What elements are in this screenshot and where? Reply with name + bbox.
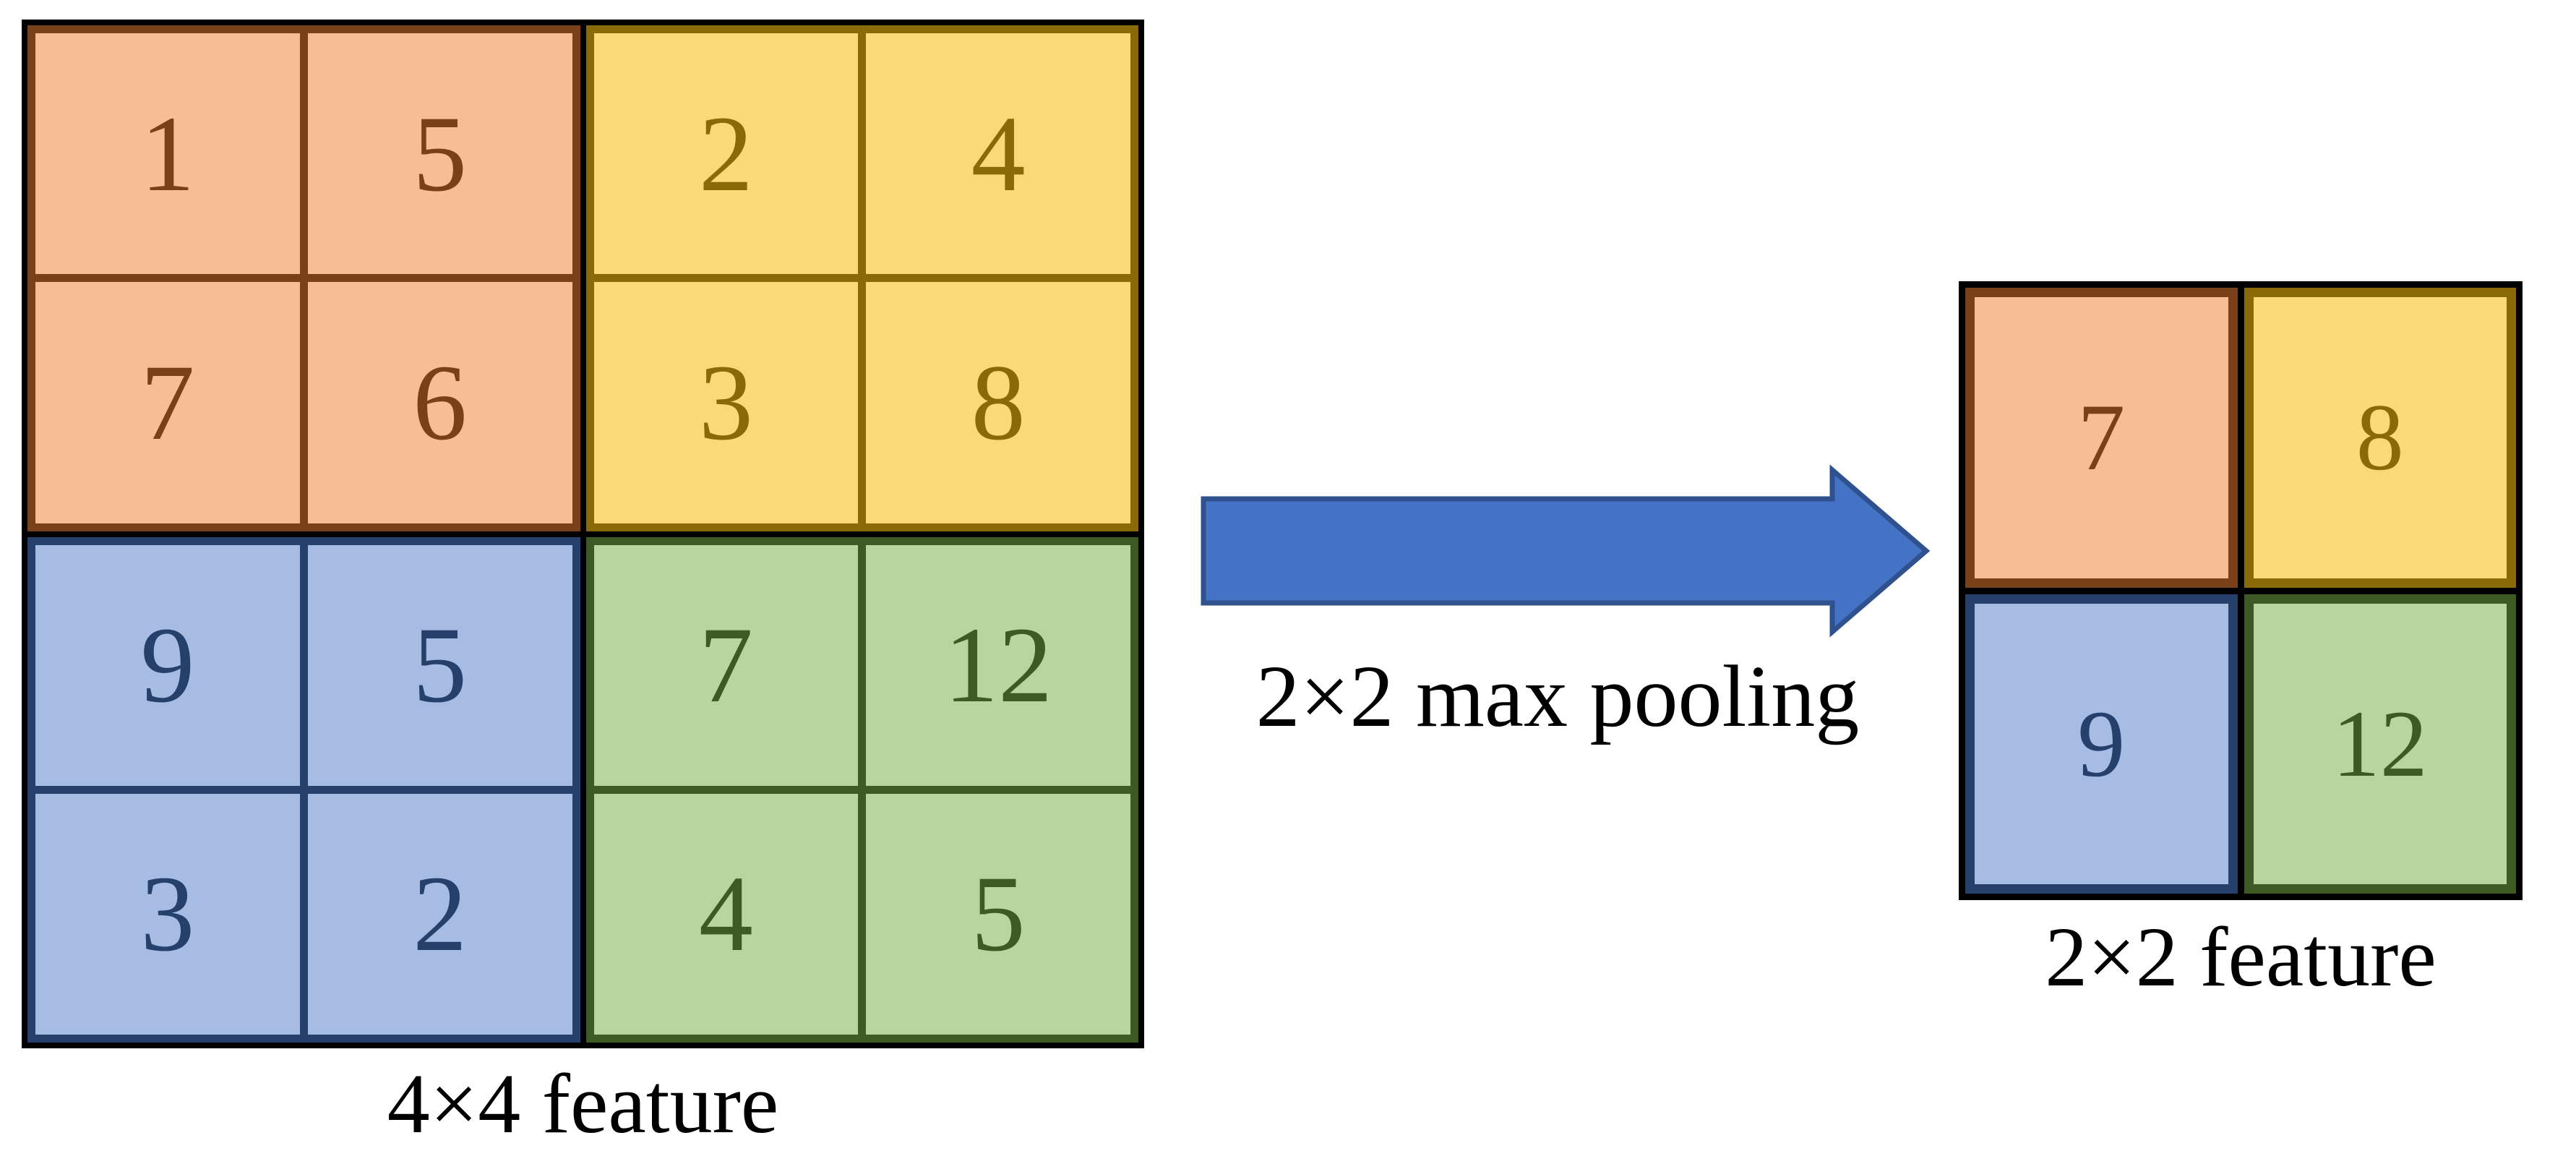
input-cell-r0c3: 4 bbox=[866, 33, 1130, 275]
input-cell-r2c1: 5 bbox=[307, 544, 572, 786]
input-cell-r1c0: 7 bbox=[35, 282, 300, 523]
input-cell-r2c3: 12 bbox=[866, 544, 1130, 786]
max-pooling-label: 2×2 max pooling bbox=[1255, 648, 1860, 745]
input-cell-r1c2: 3 bbox=[593, 282, 859, 523]
output-cell-r1c0: 9 bbox=[1965, 594, 2238, 894]
input-cell-r3c0: 3 bbox=[35, 793, 300, 1035]
input-quadrant-bottom-left: 9 5 3 2 bbox=[27, 536, 580, 1043]
input-quadrant-bottom-right: 7 12 4 5 bbox=[585, 536, 1138, 1043]
output-cell-r0c1: 8 bbox=[2244, 288, 2516, 588]
output-cell-r0c0: 7 bbox=[1965, 288, 2238, 588]
input-cell-r3c1: 2 bbox=[307, 793, 572, 1035]
output-feature-map: 7 8 9 12 bbox=[1959, 281, 2523, 900]
input-cell-r0c1: 5 bbox=[307, 33, 572, 275]
input-feature-map: 1 5 7 6 2 4 3 8 9 5 3 2 7 12 4 5 bbox=[22, 20, 1144, 1048]
input-cell-r3c2: 4 bbox=[593, 793, 859, 1035]
input-cell-r0c0: 1 bbox=[35, 33, 300, 275]
input-cell-r0c2: 2 bbox=[593, 33, 859, 275]
input-cell-r1c1: 6 bbox=[307, 282, 572, 523]
input-quadrant-top-left: 1 5 7 6 bbox=[27, 25, 580, 531]
input-caption: 4×4 feature bbox=[387, 1056, 779, 1151]
input-cell-r2c0: 9 bbox=[35, 544, 300, 786]
input-cell-r1c3: 8 bbox=[866, 282, 1130, 523]
output-cell-r1c1: 12 bbox=[2244, 594, 2516, 894]
input-cell-r2c2: 7 bbox=[593, 544, 859, 786]
input-cell-r3c3: 5 bbox=[866, 793, 1130, 1035]
max-pooling-arrow-icon bbox=[1201, 464, 1930, 638]
output-caption: 2×2 feature bbox=[2045, 910, 2437, 1004]
input-quadrant-top-right: 2 4 3 8 bbox=[585, 25, 1138, 531]
